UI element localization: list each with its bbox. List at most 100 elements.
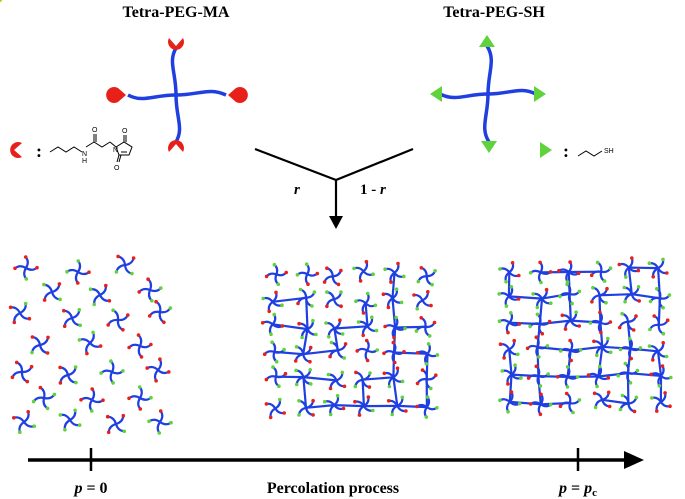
network-star	[264, 262, 289, 287]
network-bond	[508, 295, 543, 300]
network-bond	[508, 374, 513, 402]
network-bond	[392, 377, 399, 407]
network-star	[498, 338, 520, 360]
isolated-star	[62, 308, 82, 329]
network-star	[328, 340, 348, 360]
isolated-star	[8, 301, 32, 325]
network-bond	[302, 328, 309, 355]
network-star	[648, 314, 670, 336]
network-star	[415, 395, 439, 419]
thiol-legend: : SH	[540, 141, 614, 161]
network-star	[555, 365, 580, 389]
network-bond	[508, 349, 513, 375]
network-star	[528, 392, 553, 417]
network-bond	[656, 351, 663, 377]
isolated-star	[12, 410, 36, 435]
network-star	[297, 398, 315, 417]
crosslink-dot	[0, 0, 2, 2]
network-star	[264, 365, 288, 389]
network-bond	[362, 376, 394, 381]
network-star	[528, 312, 552, 336]
isolated-star	[42, 282, 62, 302]
network-star	[353, 395, 375, 417]
isolated-star	[58, 408, 82, 432]
network-star	[590, 285, 609, 305]
chem-o1: O	[92, 127, 98, 134]
sh-end-left	[430, 86, 442, 102]
maleimide-structure	[49, 134, 133, 163]
thiol-structure	[577, 150, 603, 157]
network-star	[531, 287, 553, 310]
axis-arrowhead	[624, 451, 644, 469]
network-bond	[334, 325, 368, 330]
network-star	[353, 370, 372, 389]
network-star	[617, 256, 641, 279]
network-star	[386, 395, 408, 417]
network-star	[648, 287, 672, 310]
isolated-star	[65, 259, 91, 285]
network-bond	[302, 377, 308, 408]
network-bond	[597, 346, 604, 377]
maleimide-legend: : N H O O O N	[10, 127, 133, 172]
network-bond	[272, 323, 308, 331]
network-star	[383, 261, 406, 284]
network-star	[260, 312, 285, 337]
isolated-star	[31, 385, 57, 411]
network-bond	[541, 292, 570, 300]
mix-arrowhead	[329, 216, 343, 229]
network-bond	[628, 266, 659, 270]
network-bond	[627, 267, 633, 295]
ma-legend-icon	[10, 142, 22, 158]
network-star	[294, 368, 313, 387]
network-star	[618, 336, 643, 361]
network-bond	[334, 404, 364, 408]
network-bond	[303, 349, 338, 356]
network-intermediate	[0, 0, 440, 420]
network-star	[354, 291, 378, 315]
network-bond	[509, 400, 541, 406]
network-star	[296, 287, 317, 308]
network-p0	[8, 254, 173, 435]
label-pc: p = pc	[557, 480, 597, 499]
network-star	[293, 345, 313, 364]
network-bond	[397, 404, 427, 409]
ratio-r: r	[294, 182, 300, 198]
isolated-star	[88, 283, 112, 307]
network-bond	[602, 398, 629, 405]
network-star	[355, 338, 380, 363]
ma-end-bottom	[167, 140, 184, 152]
network-bond	[392, 352, 396, 378]
network-star	[297, 318, 318, 340]
sh-end-top	[479, 35, 495, 47]
network-star	[500, 363, 523, 386]
tetra-peg-ma-star	[106, 38, 248, 152]
isolated-star	[13, 255, 39, 281]
network-star	[560, 310, 581, 331]
network-star	[412, 290, 433, 311]
network-star	[497, 311, 522, 335]
network-star	[324, 318, 345, 339]
network-star	[526, 364, 550, 388]
network-bond	[570, 319, 601, 324]
network-star	[261, 290, 284, 314]
isolated-star	[79, 387, 105, 413]
network-star	[322, 266, 343, 287]
network-star	[622, 285, 641, 304]
network-star	[415, 342, 440, 366]
mixing-arrows	[254, 147, 414, 229]
network-star	[588, 310, 613, 335]
network-bond	[393, 351, 428, 355]
network-bond	[391, 298, 397, 328]
network-star	[295, 262, 320, 287]
tetra-peg-sh-star	[430, 35, 546, 153]
isolated-star	[99, 359, 125, 385]
network-star	[382, 340, 406, 365]
network-star	[414, 316, 437, 338]
network-star	[650, 391, 672, 413]
network-star	[586, 364, 611, 389]
network-star	[326, 370, 347, 391]
network-star	[383, 315, 407, 340]
network-bond	[598, 295, 602, 323]
axis-label: Percolation process	[267, 480, 399, 497]
